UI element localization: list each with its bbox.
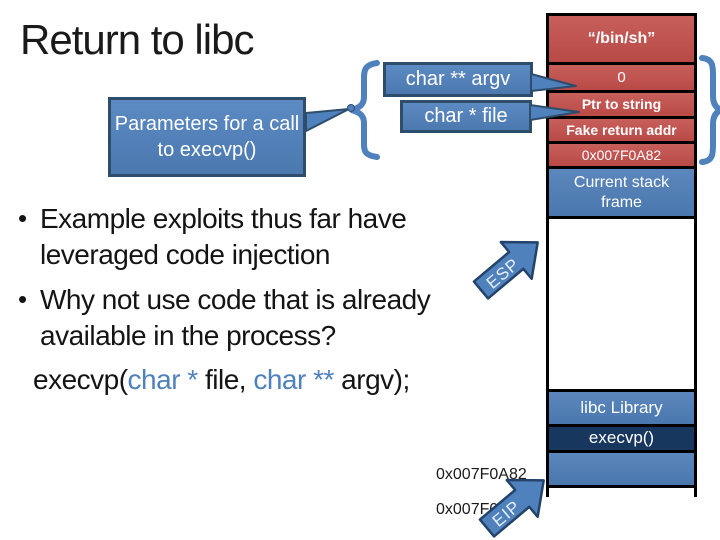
parameters-callout-pointer [305, 108, 350, 132]
execvp-address-label: 0x007F0A82 [436, 466, 527, 483]
code-line: execvp(char * file, char ** argv); [33, 364, 410, 396]
stack-row-fake-return-addr: Fake return addr [549, 119, 694, 144]
stack-row-libc-extra [549, 453, 694, 488]
bullet1-line2: leveraged code injection [40, 239, 330, 270]
code-param2: char ** [253, 364, 334, 395]
stack-row-libc-library: libc Library [549, 392, 694, 427]
bullet2-line2: available in the process? [40, 320, 336, 351]
stack-row-current-frame: Current stack frame [549, 169, 694, 219]
esp-label: ESP [483, 254, 524, 292]
libc-base-address-label: 0x007F0000 [436, 501, 525, 518]
esp-arrow-shape [472, 240, 539, 300]
bullet1-line1: Example exploits thus far have [40, 203, 407, 234]
code-mid: file, [197, 364, 254, 395]
stack-row-ptr-to-string: Ptr to string [549, 93, 694, 119]
argv-callout: char ** argv [383, 62, 533, 97]
stack-row-execvp: execvp() [549, 427, 694, 453]
bullet-marker: • [18, 203, 28, 233]
stack-row-execvp-addr: 0x007F0A82 [549, 144, 694, 169]
left-brace [350, 60, 380, 160]
slide-title: Return to libc [20, 16, 254, 63]
file-callout: char * file [400, 100, 532, 133]
right-brace [699, 55, 720, 165]
code-param1: char * [127, 364, 199, 395]
stack-row-binsh: “/bin/sh” [549, 16, 694, 65]
bullet2-line1: Why not use code that is already [40, 284, 431, 315]
stack-bottom-open [549, 488, 694, 497]
code-fn: execvp( [33, 364, 128, 395]
stack-row-zero: 0 [549, 65, 694, 93]
stack-row-empty-gap [549, 219, 694, 392]
code-end: argv); [333, 364, 410, 395]
parameters-callout: Parameters for a call to execvp() [108, 97, 306, 177]
parameters-callout-pointer-dot [347, 104, 355, 112]
bullet-marker: • [18, 284, 28, 314]
stack-diagram: “/bin/sh” 0 Ptr to string Fake return ad… [546, 13, 697, 497]
esp-arrow: ESP [472, 240, 539, 300]
